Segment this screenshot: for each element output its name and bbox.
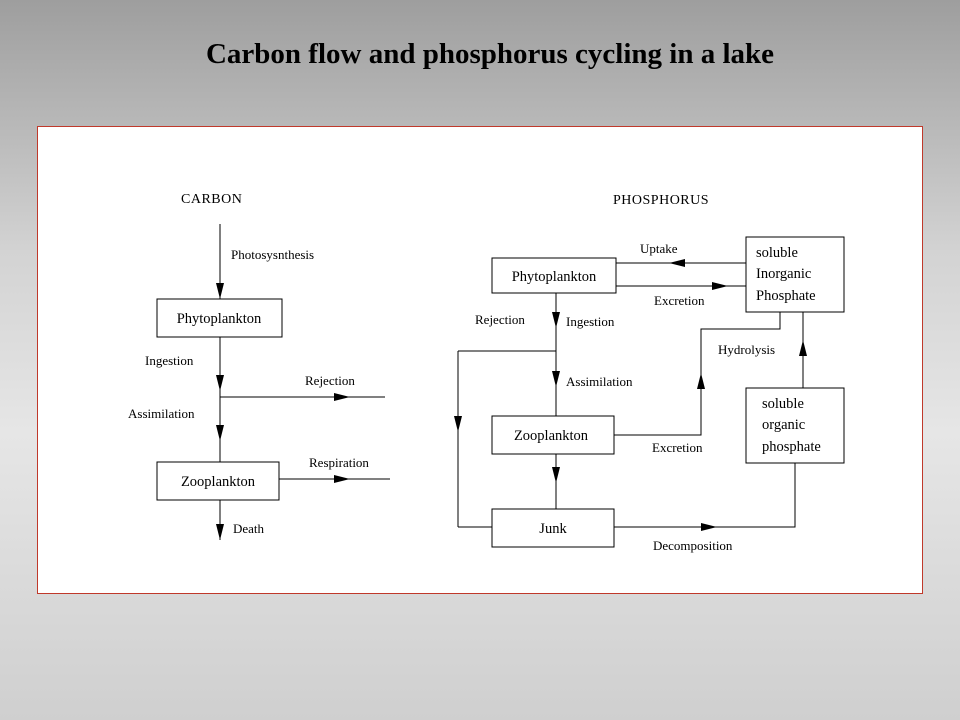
p-sop-line1: soluble <box>762 396 804 412</box>
p-junk-box <box>491 508 615 548</box>
p-junk-label: Junk <box>539 521 567 537</box>
carbon-respiration-label: Respiration <box>309 455 369 470</box>
diagram-canvas: CARBON Photosysnthesis Phytoplankton Ing… <box>128 192 845 553</box>
carbon-zooplankton-label: Zooplankton <box>181 474 256 490</box>
slide-title: Carbon flow and phosphorus cycling in a … <box>205 38 775 70</box>
p-excretion-top-arrowhead <box>712 282 728 290</box>
p-ingestion-label: Ingestion <box>566 314 615 329</box>
p-zooplankton-box <box>491 415 615 455</box>
p-ingestion-arrowhead <box>552 312 560 328</box>
p-sop-line3: phosphate <box>762 439 821 455</box>
p-sip-line3: Phosphate <box>756 288 816 304</box>
carbon-phytoplankton-label: Phytoplankton <box>177 311 262 327</box>
p-assimilation-arrowhead <box>552 371 560 387</box>
carbon-rejection-label: Rejection <box>305 373 355 388</box>
p-assimilation-label: Assimilation <box>566 374 633 389</box>
p-phytoplankton-label: Phytoplankton <box>512 269 597 285</box>
p-zooplankton-label: Zooplankton <box>514 428 589 444</box>
phosphorus-diagram: PHOSPHORUS Phytoplankton soluble Inorgan… <box>454 193 845 553</box>
p-rejection-arrowhead <box>454 416 462 432</box>
carbon-rejection-arrowhead <box>334 393 350 401</box>
carbon-assimilation-label: Assimilation <box>128 406 195 421</box>
p-decomposition-line <box>614 463 796 528</box>
p-decomposition-arrowhead <box>701 523 717 531</box>
carbon-photosynthesis-arrowhead <box>216 283 224 299</box>
carbon-diagram: CARBON Photosysnthesis Phytoplankton Ing… <box>128 192 390 540</box>
carbon-photosynthesis-label: Photosysnthesis <box>231 247 314 262</box>
p-phytoplankton-box <box>491 257 617 294</box>
p-sop-line2: organic <box>762 417 805 433</box>
p-uptake-label: Uptake <box>640 241 678 256</box>
p-sip-line1: soluble <box>756 245 798 261</box>
p-excretion-bottom-arrowhead <box>697 373 705 389</box>
p-uptake-arrowhead <box>669 259 685 267</box>
p-soluble-inorganic-phosphate-box <box>745 236 845 313</box>
phosphorus-heading: PHOSPHORUS <box>613 193 709 208</box>
carbon-death-arrowhead <box>216 524 224 540</box>
carbon-assimilation-arrowhead <box>216 425 224 441</box>
diagram-panel: CARBON Photosysnthesis Phytoplankton Ing… <box>37 126 923 594</box>
p-excretion-bottom-label: Excretion <box>652 440 703 455</box>
p-sip-line2: Inorganic <box>756 266 811 282</box>
carbon-zooplankton-box <box>156 461 280 501</box>
carbon-ingestion-label: Ingestion <box>145 353 194 368</box>
carbon-ingestion-arrowhead <box>216 375 224 391</box>
p-rejection-label: Rejection <box>475 312 525 327</box>
p-hydrolysis-arrowhead <box>799 340 807 356</box>
carbon-heading: CARBON <box>181 192 242 207</box>
carbon-death-label: Death <box>233 521 265 536</box>
p-excretion-bottom-line <box>614 312 781 436</box>
p-decomposition-label: Decomposition <box>653 538 733 553</box>
carbon-respiration-arrowhead <box>334 475 350 483</box>
p-excretion-top-label: Excretion <box>654 293 705 308</box>
p-zoo-junk-arrowhead <box>552 467 560 483</box>
p-hydrolysis-label: Hydrolysis <box>718 342 775 357</box>
